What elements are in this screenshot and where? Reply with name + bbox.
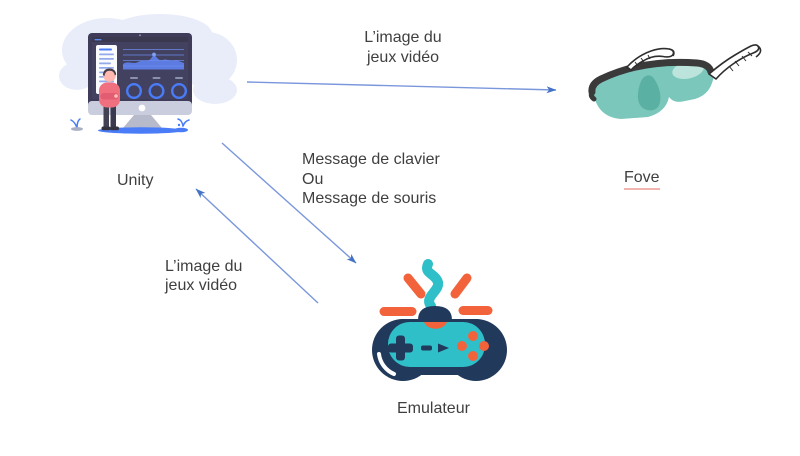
edge-label-line: L’image du — [165, 258, 243, 275]
ground-shadow — [98, 127, 184, 134]
start-button — [438, 343, 449, 353]
arrow-unity-to-emulator[interactable] — [221, 142, 357, 264]
edge-label-line: L’image du — [364, 29, 442, 46]
node-fove[interactable] — [583, 30, 763, 135]
dpad-icon — [388, 335, 413, 361]
emphasis-marks — [379, 273, 493, 316]
vr-glasses-illustration — [588, 44, 762, 119]
controller-cable — [422, 259, 444, 311]
person-icon — [99, 68, 120, 131]
computer-dashboard-illustration — [59, 14, 237, 134]
node-emulator[interactable] — [363, 258, 508, 398]
game-controller-illustration — [372, 259, 507, 381]
node-unity[interactable] — [55, 8, 240, 140]
edge-label-unity-to-emulator[interactable]: Message de clavier Ou Message de souris — [302, 150, 440, 209]
edge-label-line: Message de souris — [302, 190, 437, 207]
unity-label[interactable]: Unity — [117, 172, 154, 189]
select-button — [421, 345, 432, 351]
glasses-right-temple — [708, 44, 762, 80]
emulator-label[interactable]: Emulateur — [397, 400, 470, 417]
controller-body — [372, 306, 507, 381]
arrow-unity-to-fove[interactable] — [246, 81, 557, 94]
plant-icon — [70, 118, 190, 129]
fove-label[interactable]: Fove — [624, 168, 660, 190]
edge-label-line: jeux vidéo — [366, 49, 440, 66]
edge-label-line: Message de clavier — [302, 151, 440, 168]
fove-label-text: Fove — [624, 168, 660, 190]
edge-label-emulator-to-unity[interactable]: L’image du jeux vidéo — [165, 257, 242, 295]
arrow-emulator-to-unity[interactable] — [195, 188, 319, 304]
action-buttons — [457, 331, 489, 361]
edge-label-line: jeux vidéo — [165, 277, 238, 294]
edge-label-unity-to-fove[interactable]: L’image du jeux vidéo — [338, 28, 468, 68]
edge-label-line: Ou — [302, 170, 324, 188]
glasses-left-temple — [626, 47, 675, 71]
